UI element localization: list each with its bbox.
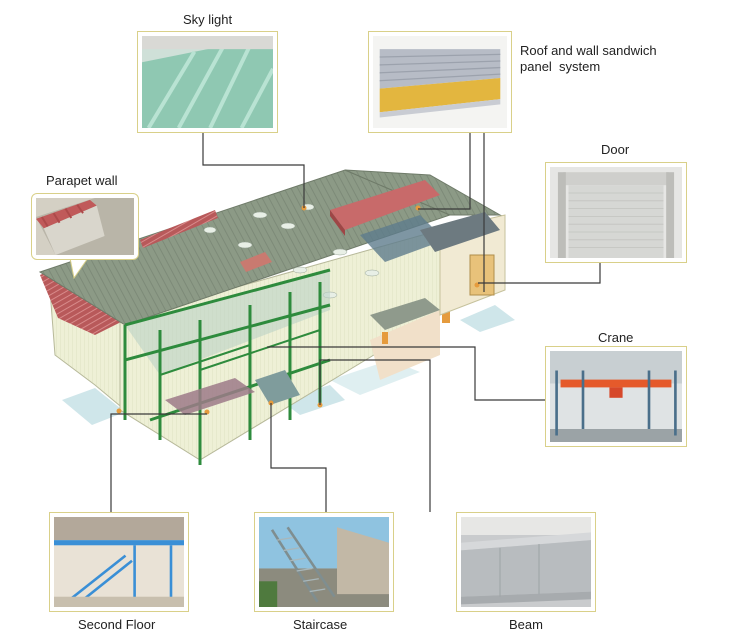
sky-light-photo (137, 31, 278, 133)
second-floor-photo (49, 512, 189, 612)
sky-light-label: Sky light (183, 12, 233, 27)
door-canopy (370, 298, 440, 330)
beam-photo (456, 512, 596, 612)
callout-lines (110, 133, 601, 512)
second-floor-slab (165, 378, 255, 415)
door-label: Door (601, 142, 630, 157)
building-roof (38, 169, 502, 326)
beam-label: Beam (509, 617, 543, 632)
staircase-label: Staircase (293, 617, 348, 632)
staircase-photo (254, 512, 394, 612)
roof-panel-label: Roof and wall sandwich panel system (520, 43, 720, 75)
parapet-wall-photo (31, 193, 139, 260)
staircase-model (255, 370, 300, 405)
sandwich-panel-photo (368, 31, 512, 133)
door-photo (545, 162, 687, 263)
crane-label: Crane (598, 330, 634, 345)
second-floor-label: Second Floor (78, 617, 156, 632)
roof-panel-label-line1: Roof and wall sandwich (520, 43, 657, 58)
parapet-wall-label: Parapet wall (46, 173, 118, 188)
roof-panel-label-line2: panel system (520, 59, 601, 74)
crane-photo (545, 346, 687, 447)
